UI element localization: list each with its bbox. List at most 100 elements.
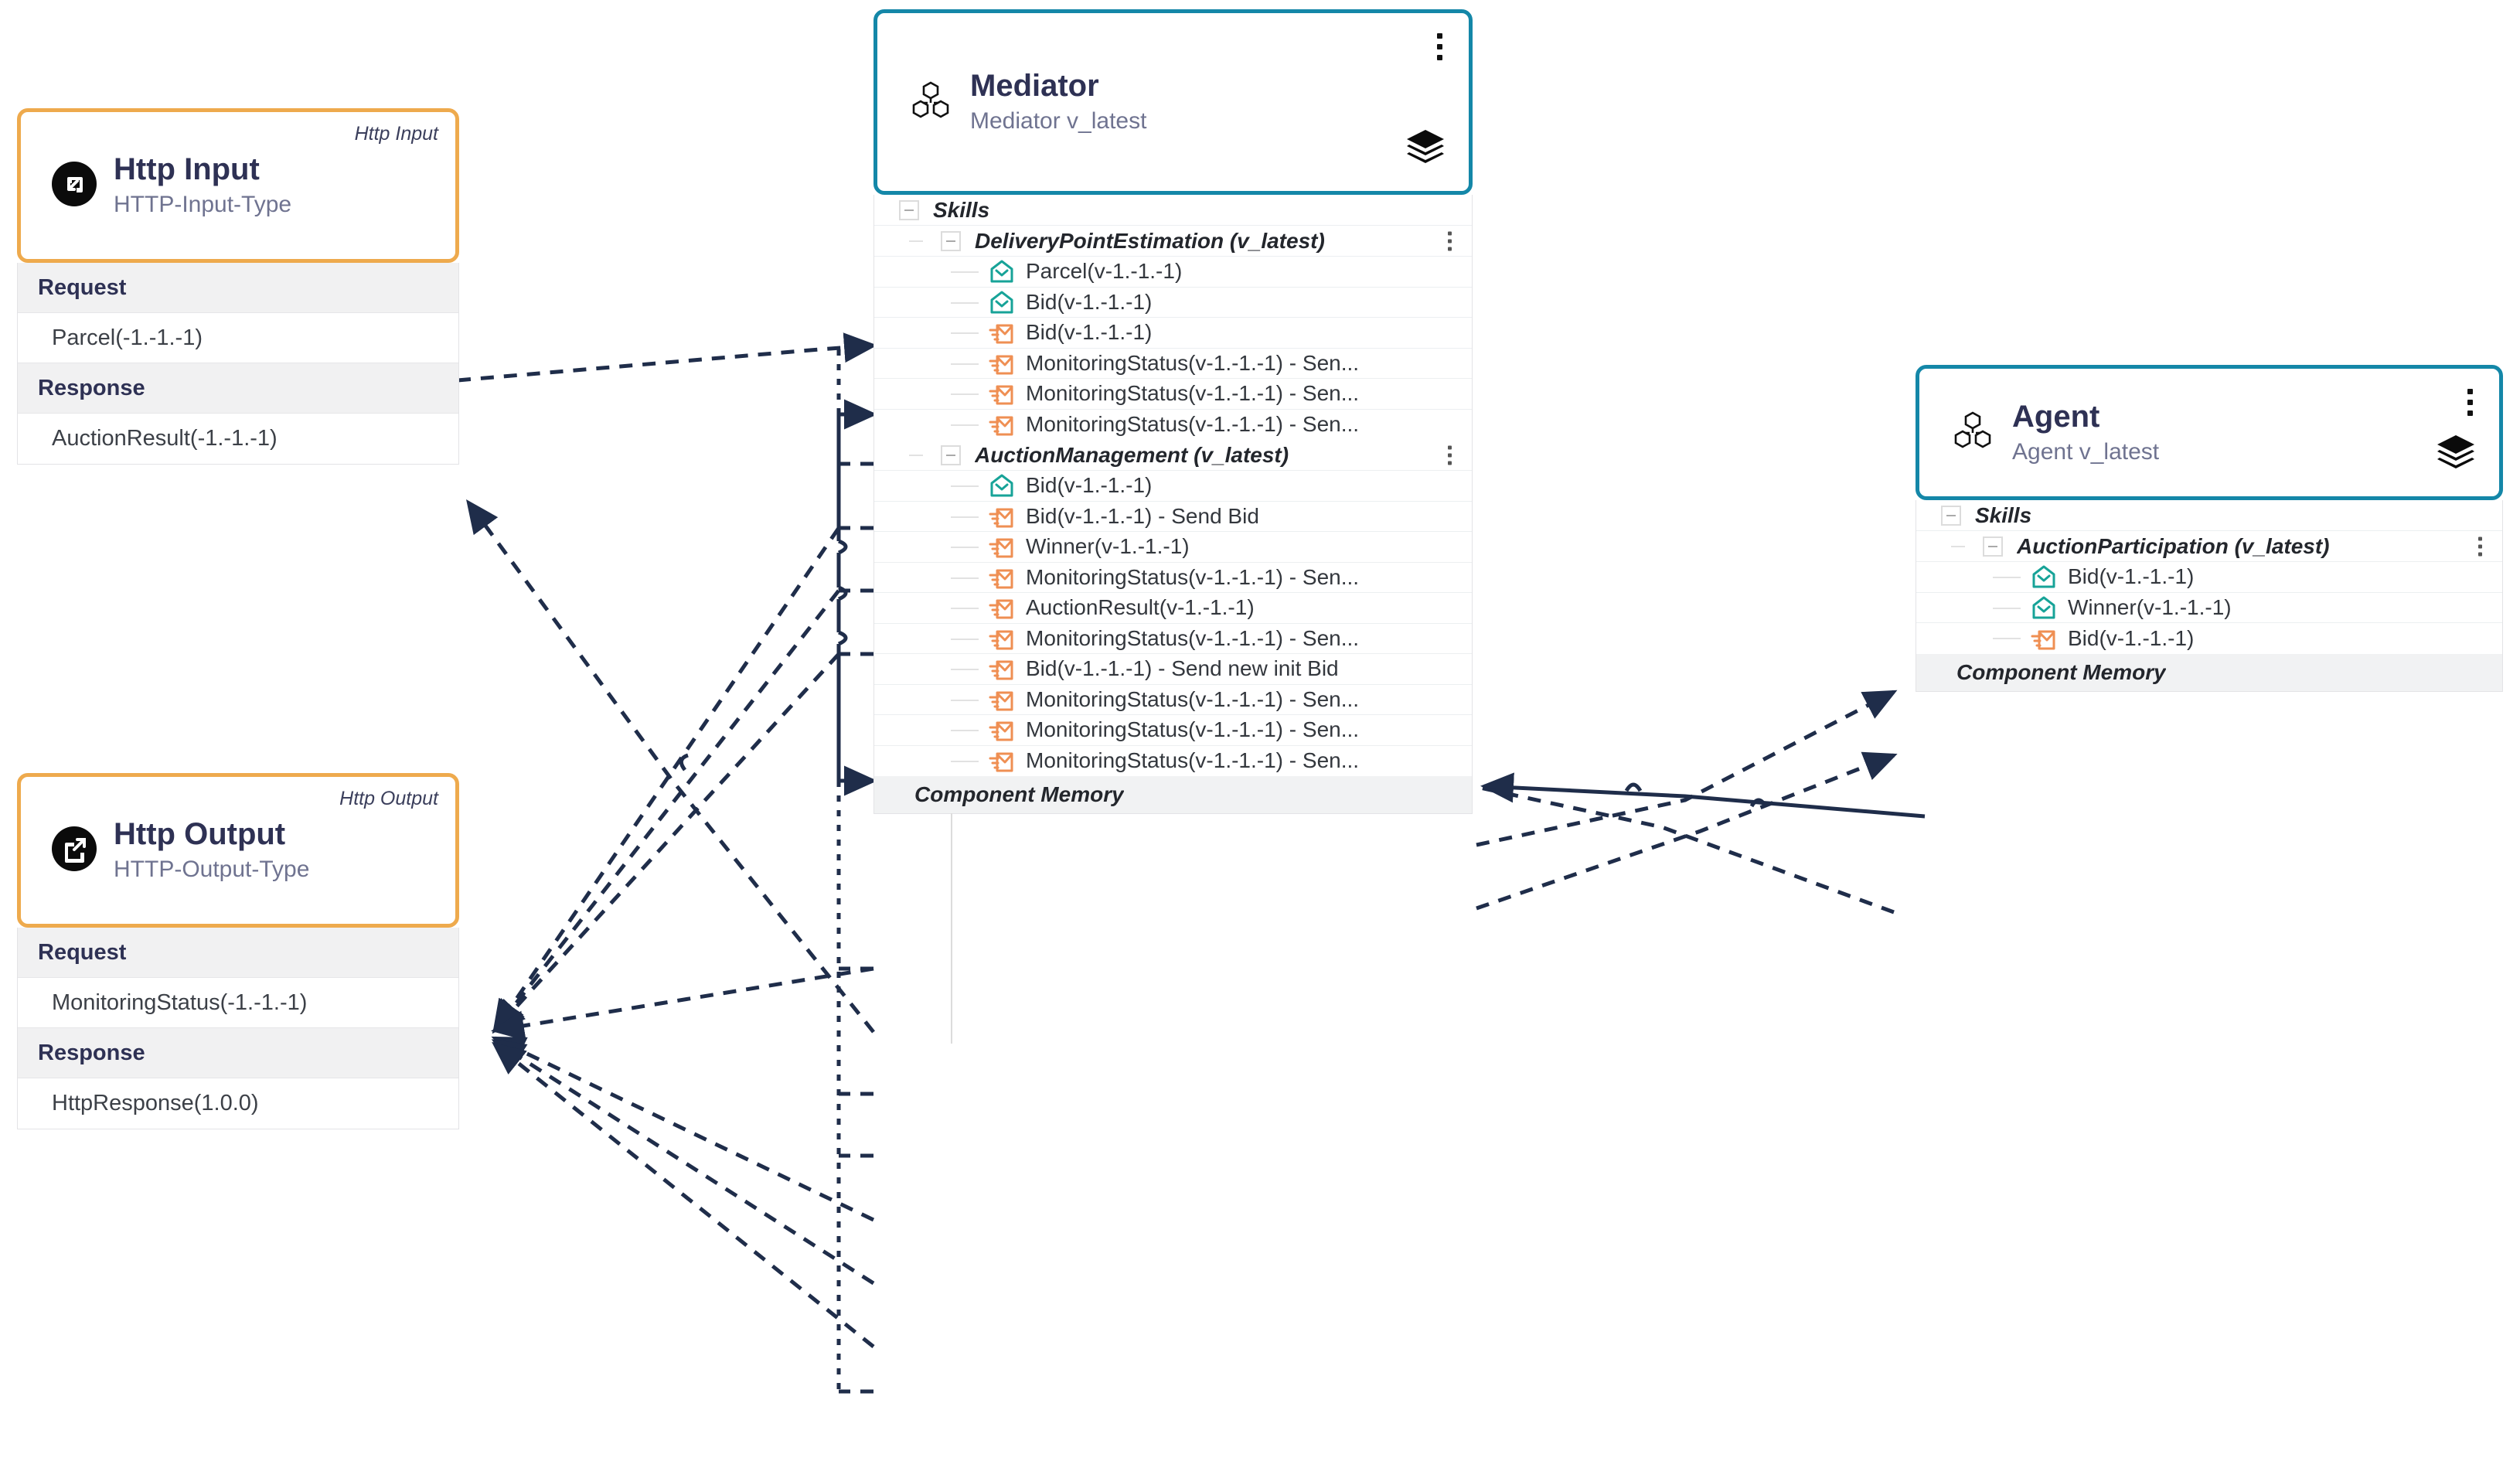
agent-skills-row[interactable]: Skills — [1916, 500, 2502, 531]
agent-layers-icon[interactable] — [2434, 432, 2477, 479]
send-message-icon — [989, 319, 1015, 346]
mediator-component-memory[interactable]: Component Memory — [874, 776, 1472, 813]
tree-stub — [951, 516, 979, 518]
message-label: MonitoringStatus(v-1.-1.-1) - Sen... — [1026, 717, 1360, 742]
http-output-response-value[interactable]: HttpResponse(1.0.0) — [18, 1078, 458, 1129]
message-row[interactable]: Winner(v-1.-1.-1) — [1916, 592, 2502, 623]
message-row[interactable]: MonitoringStatus(v-1.-1.-1) - Sen... — [874, 623, 1472, 654]
message-row[interactable]: MonitoringStatus(v-1.-1.-1) - Sen... — [874, 348, 1472, 379]
tree-stub — [1951, 546, 1965, 547]
mediator-title: Mediator — [970, 69, 1099, 104]
send-message-icon — [989, 594, 1015, 621]
http-input-title: Http Input — [114, 152, 260, 187]
message-row[interactable]: Bid(v-1.-1.-1) — [874, 471, 1472, 502]
message-row[interactable]: Bid(v-1.-1.-1) — [874, 318, 1472, 349]
message-label: Bid(v-1.-1.-1) - Send new init Bid — [1026, 656, 1339, 681]
send-message-icon — [989, 350, 1015, 376]
tree-stub — [909, 240, 923, 242]
node-mediator[interactable]: Mediator Mediator v_latest Skills — [873, 9, 1473, 1044]
http-output-icon — [50, 825, 98, 877]
collapse-toggle-icon[interactable] — [941, 445, 961, 465]
tree-stub — [909, 455, 923, 456]
mediator-body: Skills DeliveryPointEstimation (v_latest… — [873, 195, 1473, 1044]
http-input-subtitle: HTTP-Input-Type — [114, 192, 292, 218]
message-label: Parcel(v-1.-1.-1) — [1026, 259, 1183, 284]
tree-stub — [951, 730, 979, 731]
message-row[interactable]: MonitoringStatus(v-1.-1.-1) - Sen... — [874, 745, 1472, 776]
mediator-more-options-icon[interactable] — [1437, 33, 1442, 60]
http-output-request-value[interactable]: MonitoringStatus(-1.-1.-1) — [18, 978, 458, 1028]
mediator-layers-icon[interactable] — [1404, 127, 1447, 174]
tree-stub — [951, 547, 979, 548]
tree-stub — [951, 424, 979, 426]
http-output-request-header: Request — [18, 928, 458, 978]
send-message-icon — [989, 503, 1015, 530]
tree-stub — [1993, 577, 2021, 578]
collapse-toggle-icon[interactable] — [1983, 536, 2003, 557]
skill-more-options-icon[interactable] — [2478, 536, 2482, 556]
message-row[interactable]: MonitoringStatus(v-1.-1.-1) - Sen... — [874, 562, 1472, 593]
tree-stub — [951, 638, 979, 640]
tree-stub — [951, 332, 979, 334]
http-input-header[interactable]: Http Input Http Input HTTP-Input-Type — [17, 108, 459, 263]
message-label: MonitoringStatus(v-1.-1.-1) - Sen... — [1026, 748, 1360, 773]
message-row[interactable]: Winner(v-1.-1.-1) — [874, 532, 1472, 563]
node-http-output[interactable]: Http Output Http Output HTTP-Output-Type… — [17, 773, 459, 1129]
send-message-icon — [989, 380, 1015, 407]
receive-message-icon — [2031, 594, 2057, 621]
http-output-body: Request MonitoringStatus(-1.-1.-1) Respo… — [17, 928, 459, 1129]
mediator-skill-delivery-point-estimation[interactable]: DeliveryPointEstimation (v_latest) — [874, 226, 1472, 257]
agent-more-options-icon[interactable] — [2467, 389, 2473, 416]
message-row[interactable]: Bid(v-1.-1.-1) — [1916, 623, 2502, 654]
message-label: Bid(v-1.-1.-1) — [2068, 625, 2195, 650]
message-row[interactable]: AuctionResult(v-1.-1.-1) — [874, 593, 1472, 624]
http-input-request-value[interactable]: Parcel(-1.-1.-1) — [18, 313, 458, 363]
collapse-toggle-icon[interactable] — [899, 200, 919, 220]
message-row[interactable]: MonitoringStatus(v-1.-1.-1) - Sen... — [874, 715, 1472, 746]
message-label: MonitoringStatus(v-1.-1.-1) - Sen... — [1026, 381, 1360, 406]
message-label: AuctionResult(v-1.-1.-1) — [1026, 595, 1255, 620]
message-row[interactable]: Bid(v-1.-1.-1) — [874, 287, 1472, 318]
node-http-input[interactable]: Http Input Http Input HTTP-Input-Type Re… — [17, 108, 459, 465]
message-label: Bid(v-1.-1.-1) — [1026, 473, 1153, 498]
message-row[interactable]: Parcel(v-1.-1.-1) — [874, 257, 1472, 288]
skill-more-options-icon[interactable] — [1448, 231, 1452, 250]
message-label: MonitoringStatus(v-1.-1.-1) - Sen... — [1026, 564, 1360, 589]
http-input-response-value[interactable]: AuctionResult(-1.-1.-1) — [18, 414, 458, 464]
message-label: Winner(v-1.-1.-1) — [1026, 534, 1190, 559]
mediator-skill-auction-management[interactable]: AuctionManagement (v_latest) — [874, 440, 1472, 471]
collapse-toggle-icon[interactable] — [1941, 506, 1961, 526]
send-message-icon — [989, 748, 1015, 774]
message-row[interactable]: MonitoringStatus(v-1.-1.-1) - Sen... — [874, 409, 1472, 440]
send-message-icon — [989, 411, 1015, 438]
http-output-response-header: Response — [18, 1028, 458, 1078]
message-row[interactable]: MonitoringStatus(v-1.-1.-1) - Sen... — [874, 684, 1472, 715]
collapse-toggle-icon[interactable] — [941, 231, 961, 251]
http-output-title: Http Output — [114, 817, 286, 852]
node-agent[interactable]: Agent Agent v_latest Skills Au — [1916, 365, 2503, 692]
message-label: MonitoringStatus(v-1.-1.-1) - Sen... — [1026, 625, 1360, 650]
agent-header[interactable]: Agent Agent v_latest — [1916, 365, 2503, 500]
http-output-header[interactable]: Http Output Http Output HTTP-Output-Type — [17, 773, 459, 928]
message-label: Bid(v-1.-1.-1) — [1026, 320, 1153, 345]
message-row[interactable]: Bid(v-1.-1.-1) — [1916, 562, 2502, 593]
tree-stub — [951, 393, 979, 395]
message-label: MonitoringStatus(v-1.-1.-1) - Sen... — [1026, 686, 1360, 711]
agent-subtitle: Agent v_latest — [2012, 438, 2160, 465]
message-row[interactable]: MonitoringStatus(v-1.-1.-1) - Sen... — [874, 379, 1472, 410]
mediator-skills-row[interactable]: Skills — [874, 195, 1472, 226]
tree-stub — [951, 577, 979, 579]
mediator-header[interactable]: Mediator Mediator v_latest — [873, 9, 1473, 195]
tree-stub — [951, 485, 979, 487]
http-output-corner-label: Http Output — [339, 788, 438, 809]
message-row[interactable]: Bid(v-1.-1.-1) - Send Bid — [874, 501, 1472, 532]
agent-skill-auction-participation[interactable]: AuctionParticipation (v_latest) — [1916, 531, 2502, 562]
skill-more-options-icon[interactable] — [1448, 445, 1452, 465]
tree-stub — [951, 301, 979, 304]
receive-message-icon — [989, 289, 1015, 315]
message-label: Bid(v-1.-1.-1) — [2068, 564, 2195, 589]
agent-component-memory[interactable]: Component Memory — [1916, 653, 2502, 691]
message-row[interactable]: Bid(v-1.-1.-1) - Send new init Bid — [874, 654, 1472, 685]
http-input-icon — [50, 160, 98, 212]
